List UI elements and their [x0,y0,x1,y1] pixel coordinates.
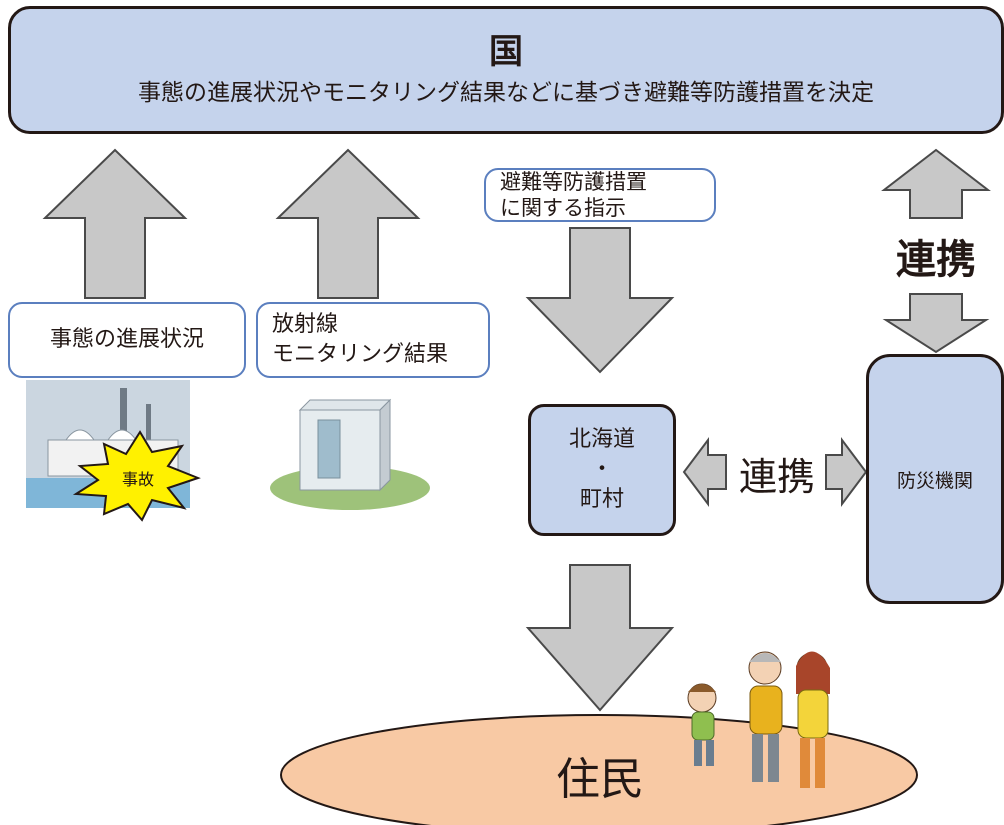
left-arrow-cooperation [682,437,727,507]
national-description: 事態の進展状況やモニタリング結果などに基づき避難等防護措置を決定 [138,80,874,106]
national-title: 国 [489,32,523,72]
cooperation-label-right: 連携 [896,237,976,283]
monitoring-line-1: 放射線 [272,312,339,337]
family-illustration [687,651,830,788]
disaster-agency-label: 防災機関 [896,469,973,492]
monitoring-line-2: モニタリング結果 [272,342,449,367]
instruction-line-2: に関する指示 [500,196,626,220]
situation-box: 事態の進展状況 [8,302,246,378]
cooperation-label-middle: 連携 [738,454,815,499]
disaster-agency-box: 防災機関 [866,354,1004,604]
up-arrow-monitoring [275,148,421,299]
accident-starburst [72,430,201,522]
up-arrow-cooperation [881,148,991,219]
monitoring-box: 放射線 モニタリング結果 [256,302,490,378]
local-gov-line-3: 町村 [579,487,624,512]
local-gov-line-1: 北海道 [568,427,635,452]
instruction-line-1: 避難等防護措置 [500,170,647,194]
residents-label: 住民 [556,754,644,805]
right-arrow-cooperation [825,437,868,507]
down-arrow-cooperation [882,293,990,354]
down-arrow-instruction [525,227,675,374]
monitoring-post-illustration [270,398,430,510]
local-government-box: 北海道 ・ 町村 [528,404,676,536]
situation-label: 事態の進展状況 [49,327,204,352]
instruction-box: 避難等防護措置 に関する指示 [484,168,716,222]
up-arrow-situation [42,148,188,299]
accident-label: 事故 [121,470,154,489]
local-gov-line-2: ・ [590,457,613,482]
down-arrow-residents [525,564,675,712]
national-government-box: 国 事態の進展状況やモニタリング結果などに基づき避難等防護措置を決定 [8,6,1004,134]
